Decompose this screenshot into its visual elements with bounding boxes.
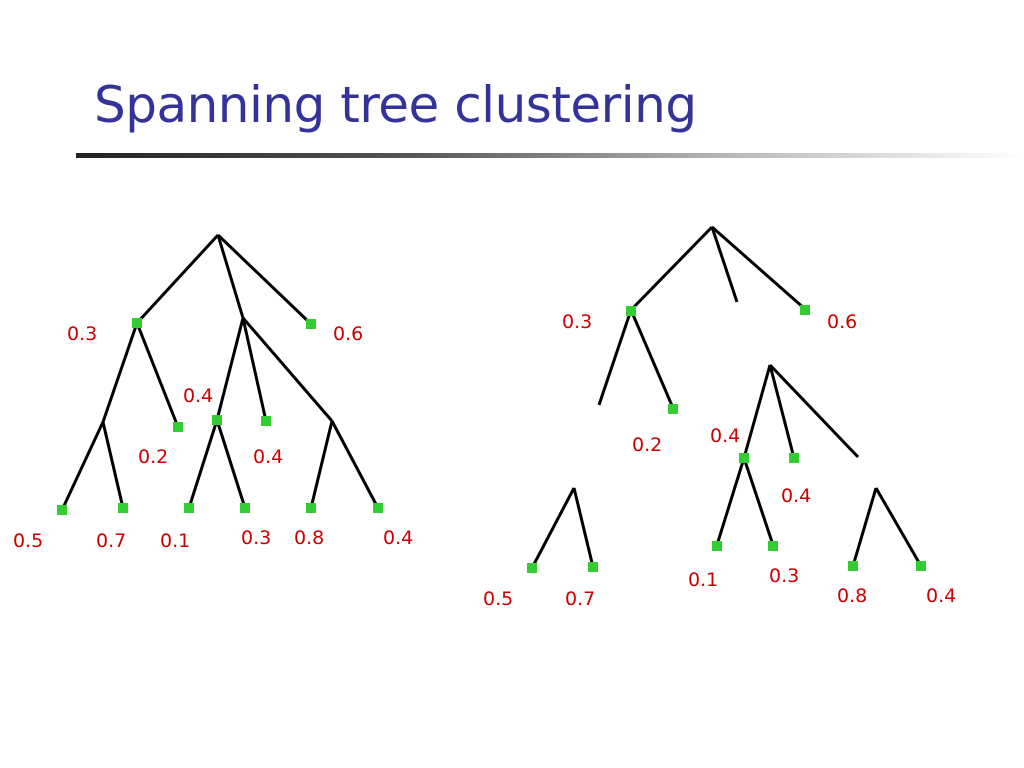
edge-weight-label: 0.2 bbox=[138, 446, 168, 468]
tree-edge bbox=[60, 421, 105, 511]
tree-edge bbox=[216, 233, 313, 326]
edge-weight-label: 0.3 bbox=[241, 527, 271, 549]
tree-edge bbox=[742, 457, 775, 546]
edge-weight-label: 0.2 bbox=[632, 434, 662, 456]
edge-weight-label: 0.3 bbox=[769, 565, 799, 587]
edge-weight-label: 0.6 bbox=[827, 311, 857, 333]
tree-node bbox=[306, 319, 316, 329]
title-rule bbox=[76, 153, 1024, 158]
tree-edge bbox=[215, 317, 245, 421]
tree-edge bbox=[572, 487, 595, 568]
tree-node bbox=[373, 503, 383, 513]
tree-edge bbox=[241, 317, 334, 422]
tree-node bbox=[261, 416, 271, 426]
tree-node bbox=[240, 503, 250, 513]
tree-edge bbox=[187, 419, 219, 509]
edge-weight-label: 0.6 bbox=[333, 323, 363, 345]
tree-edge bbox=[135, 233, 220, 325]
edge-weight-label: 0.1 bbox=[688, 569, 718, 591]
tree-node bbox=[789, 453, 799, 463]
edge-weight-label: 0.3 bbox=[562, 311, 592, 333]
tree-edge bbox=[710, 226, 739, 303]
edge-weight-label: 0.4 bbox=[781, 485, 811, 507]
tree-node bbox=[132, 318, 142, 328]
tree-edge bbox=[330, 420, 380, 509]
tree-edge bbox=[309, 420, 334, 509]
tree-edge bbox=[711, 225, 806, 311]
edge-weight-label: 0.4 bbox=[253, 446, 283, 468]
tree-edge bbox=[597, 309, 633, 406]
tree-node bbox=[626, 306, 636, 316]
tree-node bbox=[184, 503, 194, 513]
tree-node bbox=[57, 505, 67, 515]
tree-node bbox=[668, 404, 678, 414]
split-tree: 0.3 0.6 0.2 0.4 0.4 0.1 0.3 0.8 0.4 0.5 … bbox=[483, 225, 956, 610]
tree-edge bbox=[742, 364, 772, 459]
edge-weight-label: 0.8 bbox=[294, 527, 324, 549]
tree-edge bbox=[768, 364, 796, 459]
tree-edge bbox=[101, 421, 125, 509]
tree-node bbox=[212, 415, 222, 425]
tree-node bbox=[848, 561, 858, 571]
edge-weight-label: 0.5 bbox=[13, 530, 43, 552]
edge-weight-label: 0.5 bbox=[483, 588, 513, 610]
edge-weight-label: 0.1 bbox=[160, 530, 190, 552]
tree-node bbox=[306, 503, 316, 513]
tree-edge bbox=[874, 487, 923, 567]
edge-weight-label: 0.3 bbox=[67, 323, 97, 345]
edge-weight-label: 0.8 bbox=[837, 585, 867, 607]
tree-edge bbox=[530, 487, 576, 569]
tree-edge bbox=[851, 487, 878, 567]
tree-edge bbox=[768, 363, 860, 459]
tree-node bbox=[768, 541, 778, 551]
tree-node bbox=[118, 503, 128, 513]
edge-weight-label: 0.7 bbox=[96, 530, 126, 552]
tree-node bbox=[916, 561, 926, 571]
tree-edge bbox=[715, 457, 746, 546]
tree-edge bbox=[101, 322, 139, 423]
tree-node bbox=[712, 541, 722, 551]
tree-edge bbox=[629, 225, 714, 312]
slide-title: Spanning tree clustering bbox=[94, 76, 697, 134]
tree-node bbox=[800, 305, 810, 315]
tree-edge bbox=[215, 419, 247, 509]
tree-edge bbox=[629, 309, 675, 409]
tree-node bbox=[527, 563, 537, 573]
edge-weight-label: 0.4 bbox=[926, 585, 956, 607]
tree-node bbox=[588, 562, 598, 572]
edge-weight-label: 0.4 bbox=[710, 425, 740, 447]
edge-weight-label: 0.4 bbox=[383, 527, 413, 549]
edge-weight-label: 0.4 bbox=[183, 385, 213, 407]
tree-edge bbox=[241, 317, 268, 422]
edge-weight-label: 0.7 bbox=[565, 588, 595, 610]
tree-node bbox=[739, 453, 749, 463]
tree-node bbox=[173, 422, 183, 432]
full-tree: 0.3 0.6 0.4 0.2 0.4 0.5 0.7 0.1 0.3 0.8 … bbox=[13, 233, 413, 552]
tree-edge bbox=[216, 234, 245, 319]
tree-edge bbox=[135, 322, 180, 428]
